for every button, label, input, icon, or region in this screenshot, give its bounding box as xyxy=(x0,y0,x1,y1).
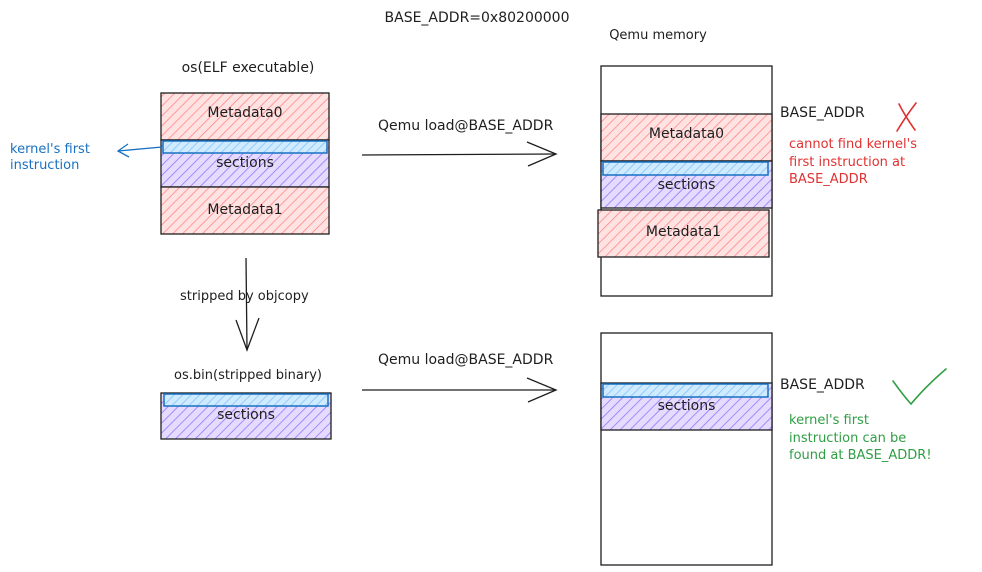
elf-metadata0-block xyxy=(160,92,330,141)
base-addr-header: BASE_ADDR=0x80200000 xyxy=(384,10,570,26)
cross-icon xyxy=(896,102,917,132)
qemu-memory-title: Qemu memory xyxy=(609,28,707,43)
qemu-bottom-first-instruction-strip xyxy=(602,383,769,398)
qemu-top-sections-label: sections xyxy=(657,177,716,193)
load-arrow-top-label: Qemu load@BASE_ADDR xyxy=(378,118,554,134)
elf-metadata1-block xyxy=(160,186,330,235)
elf-first-instruction-strip xyxy=(162,140,328,154)
kernel-note-arrow xyxy=(116,143,163,158)
qemu-memory-bottom xyxy=(600,332,773,566)
qemu-top-base-addr-label: BASE_ADDR xyxy=(780,105,865,121)
elf-title: os(ELF executable) xyxy=(181,60,315,76)
qemu-top-metadata1-label: Metadata1 xyxy=(645,224,722,240)
elf-metadata0-label: Metadata0 xyxy=(207,105,283,121)
qemu-bottom-frame xyxy=(600,332,773,566)
qemu-top-error-note: cannot find kernel's first instruction a… xyxy=(789,137,917,188)
qemu-top-metadata0-label: Metadata0 xyxy=(648,126,725,142)
qemu-bottom-sections-label: sections xyxy=(657,398,716,414)
qemu-top-metadata1-block xyxy=(597,209,770,258)
elf-stack xyxy=(160,92,330,235)
qemu-top-metadata0-block xyxy=(600,113,773,162)
qemu-bottom-success-note: kernel's first instruction can be found … xyxy=(789,413,932,464)
bin-first-instruction-strip xyxy=(163,393,329,407)
bin-stack xyxy=(160,392,332,440)
strip-arrow xyxy=(235,257,260,352)
load-arrow-top-line xyxy=(361,141,558,167)
elf-sections-label: sections xyxy=(216,155,274,171)
qemu-bottom-base-addr-label: BASE_ADDR xyxy=(780,377,865,393)
qemu-memory-top xyxy=(597,65,773,297)
kernel-first-instruction-note: kernel's first instruction xyxy=(10,142,90,173)
bin-sections-label: sections xyxy=(217,407,275,423)
strip-arrow-label: stripped by objcopy xyxy=(180,289,309,304)
load-arrow-bottom-label: Qemu load@BASE_ADDR xyxy=(378,352,554,368)
elf-metadata1-label: Metadata1 xyxy=(207,202,283,218)
load-arrow-bottom-line xyxy=(362,377,558,403)
bin-title: os.bin(stripped binary) xyxy=(174,368,322,383)
qemu-top-first-instruction-strip xyxy=(602,161,769,176)
check-icon xyxy=(892,368,947,406)
